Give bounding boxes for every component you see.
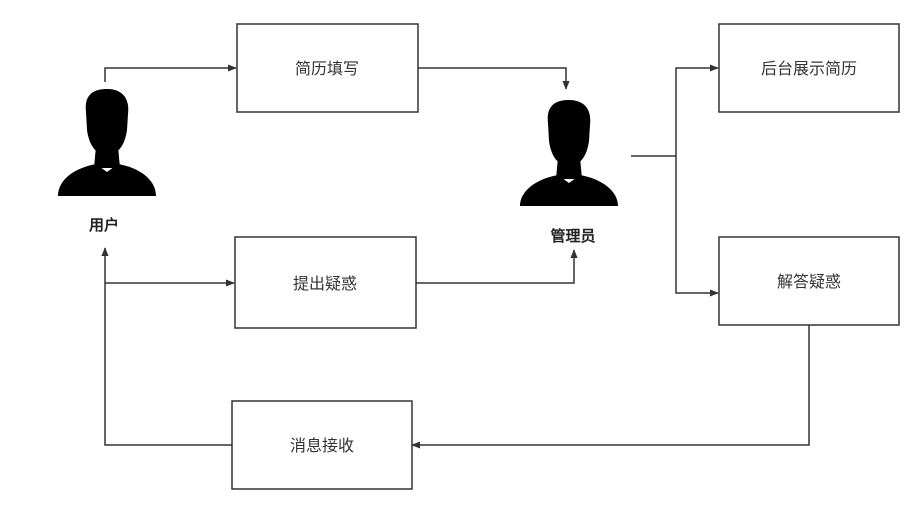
admin-label: 管理员 xyxy=(550,227,595,245)
box-answer-question: 解答疑惑 xyxy=(718,236,900,326)
box-fill-resume: 简历填写 xyxy=(236,23,419,113)
box-answer-question-label: 解答疑惑 xyxy=(777,272,841,291)
edge-admin-to-answer-question xyxy=(675,156,719,297)
edge-receive-message-to-user xyxy=(101,247,232,446)
box-raise-question: 提出疑惑 xyxy=(234,236,417,329)
box-raise-question-label: 提出疑惑 xyxy=(293,274,357,293)
user-label: 用户 xyxy=(89,216,119,234)
user-person-icon xyxy=(58,89,156,196)
box-fill-resume-label: 简历填写 xyxy=(295,59,359,78)
box-receive-message: 消息接收 xyxy=(231,400,413,490)
admin-person-icon xyxy=(520,100,618,206)
edge-admin-to-show-resume xyxy=(675,64,719,156)
edge-answer-to-receive-message xyxy=(411,325,810,449)
edge-fill-resume-to-admin xyxy=(418,67,570,90)
box-show-resume-label: 后台展示简历 xyxy=(761,59,857,78)
box-show-resume: 后台展示简历 xyxy=(718,23,900,113)
edge-raise-question-to-admin xyxy=(416,249,578,284)
box-receive-message-label: 消息接收 xyxy=(290,436,354,455)
edge-user-to-fill-resume xyxy=(104,64,237,82)
